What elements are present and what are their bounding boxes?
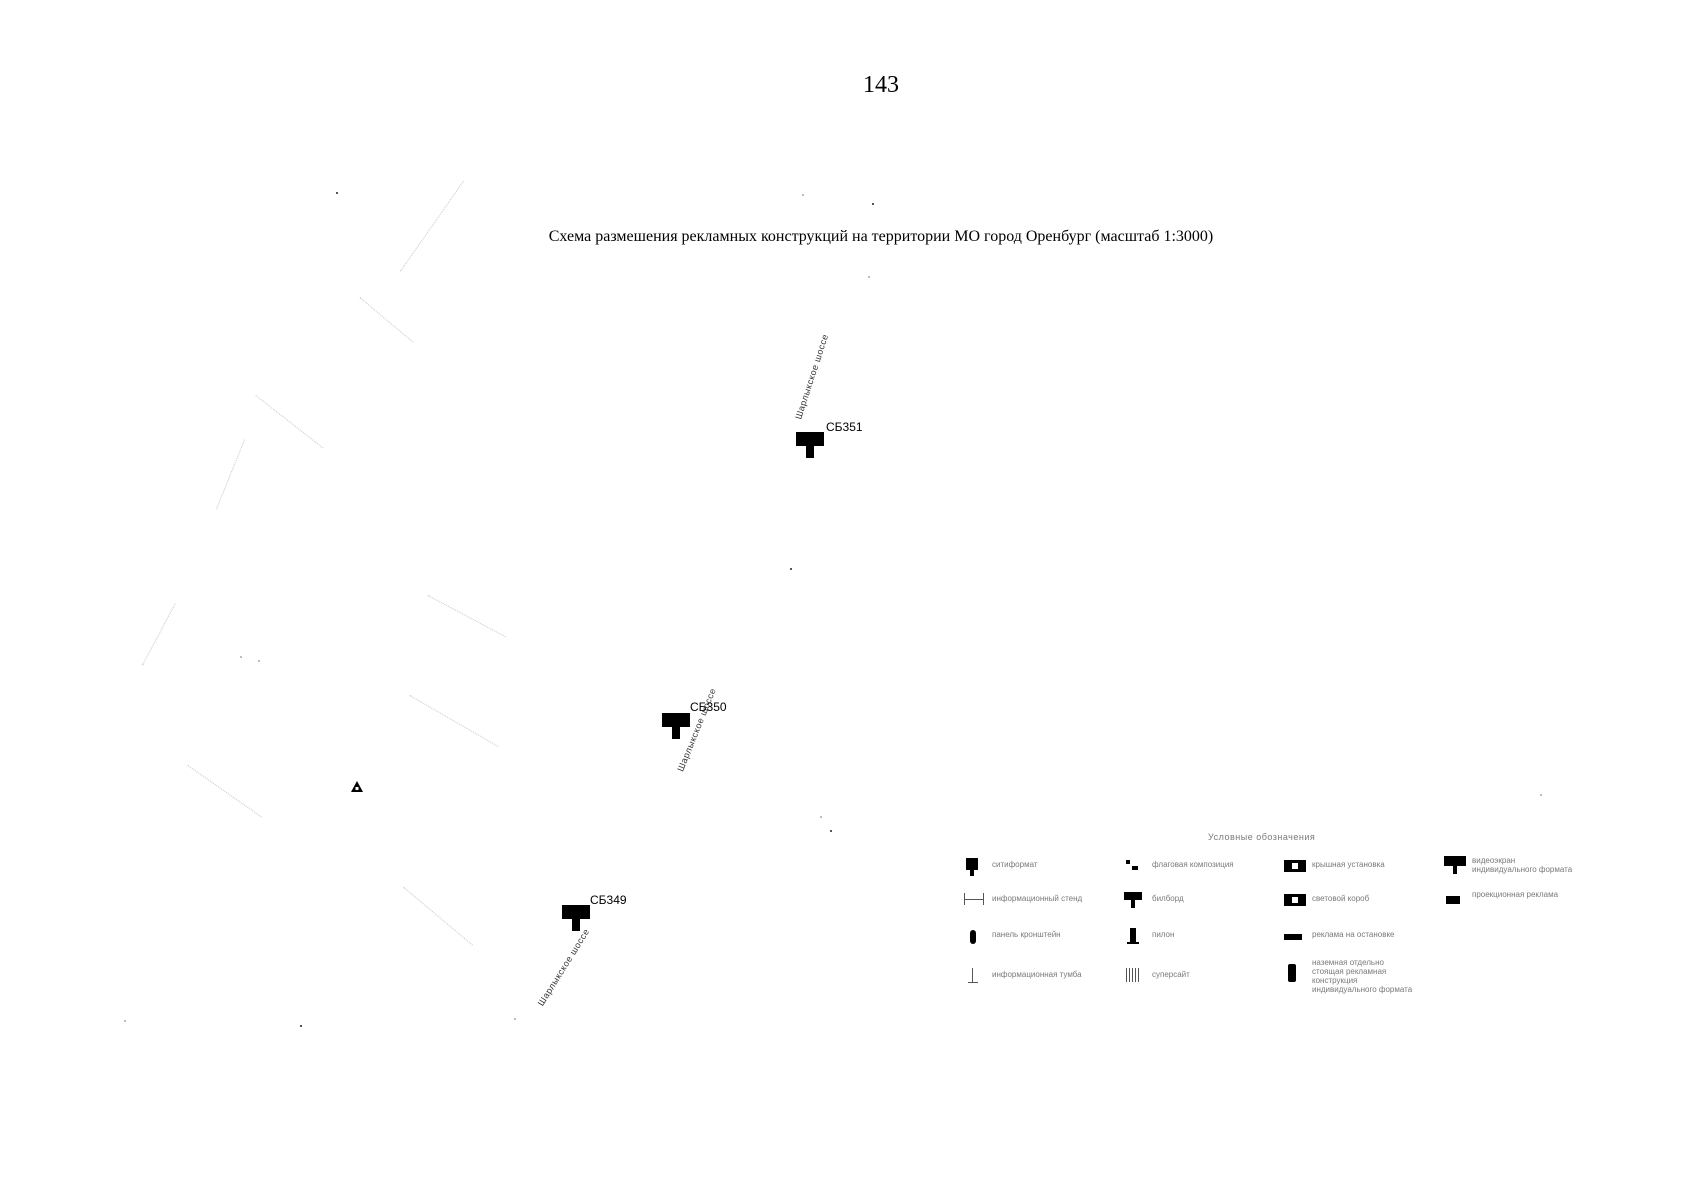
map-title: Схема размешения рекламных конструкций н… (548, 228, 1214, 245)
street-label-faint (141, 602, 176, 666)
flag-composition-icon (1124, 856, 1144, 876)
legend-item-bus-stop: реклама на остановке (1284, 926, 1454, 946)
map-speck (240, 656, 242, 658)
street-label-faint (187, 764, 263, 818)
marker-code-sb351: СБ351 (826, 420, 863, 434)
pylon-icon (1124, 926, 1144, 946)
map-legend: Условные обозначения ситиформат информац… (948, 832, 1608, 1012)
street-label-faint (403, 886, 474, 946)
roof-installation-icon (1284, 856, 1306, 876)
map-speck (820, 816, 822, 818)
legend-label: информационная тумба (992, 970, 1082, 979)
marker-code-sb349: СБ349 (590, 893, 627, 907)
map-speck (258, 660, 260, 662)
street-label-sharlyk-1: Шарлыкское шоссе (793, 332, 831, 421)
light-box-icon (1284, 890, 1306, 910)
legend-label: панель кронштейн (992, 930, 1061, 939)
legend-item-supersite: суперсайт (1124, 966, 1294, 986)
legend-label: ситиформат (992, 860, 1038, 869)
legend-item-city-format: ситиформат (964, 856, 1134, 876)
legend-label: видеоэкран индивидуального формата (1472, 856, 1573, 874)
individual-format-icon (1284, 958, 1304, 982)
legend-label: информационный стенд (992, 894, 1083, 903)
legend-label: проекционная реклама (1472, 890, 1559, 899)
map-speck (872, 203, 874, 205)
legend-item-roof-installation: крышная установка (1284, 856, 1454, 876)
legend-item-individual-format: наземная отдельно стоящая рекламная конс… (1284, 958, 1454, 998)
street-label-faint (399, 180, 464, 272)
legend-item-bracket-panel: панель кронштейн (964, 926, 1134, 946)
billboard-icon (1124, 890, 1144, 910)
legend-item-video-screen: видеоэкран индивидуального формата (1444, 856, 1614, 876)
city-format-icon (964, 856, 984, 876)
legend-label: световой короб (1312, 894, 1370, 903)
street-label-sharlyk-3: Шарлыкское шоссе (535, 926, 592, 1008)
legend-label: флаговая композиция (1152, 860, 1234, 869)
map-speck (1540, 794, 1542, 796)
info-stand-icon (964, 890, 984, 910)
marker-code-sb350: СБ350 (690, 700, 727, 714)
page-number: 143 (863, 72, 899, 98)
map-speck (336, 192, 338, 194)
legend-label: наземная отдельно стоящая рекламная конс… (1312, 958, 1413, 994)
info-pillar-icon (964, 966, 984, 986)
map-speck (802, 194, 804, 196)
supersite-icon (1124, 966, 1144, 986)
video-screen-individual-icon (1444, 856, 1466, 876)
legend-title: Условные обозначения (1208, 832, 1316, 842)
legend-item-info-pillar: информационная тумба (964, 966, 1134, 986)
street-label-faint (409, 694, 499, 747)
street-label-faint (215, 439, 246, 510)
legend-label: крышная установка (1312, 860, 1385, 869)
projection-icon (1444, 890, 1464, 910)
map-speck (830, 830, 832, 832)
bus-stop-icon (1284, 926, 1304, 946)
street-label-faint (255, 394, 324, 449)
map-speck (514, 1018, 516, 1020)
map-speck (790, 568, 792, 570)
legend-item-flag-composition: флаговая композиция (1124, 856, 1294, 876)
legend-label: пилон (1152, 930, 1175, 939)
legend-label: суперсайт (1152, 970, 1190, 979)
legend-label: реклама на остановке (1312, 930, 1395, 939)
bracket-panel-icon (964, 926, 984, 946)
legend-label: билборд (1152, 894, 1184, 903)
legend-item-projection: проекционная реклама (1444, 890, 1614, 910)
map-speck (300, 1025, 302, 1027)
legend-item-billboard: билборд (1124, 890, 1294, 910)
map-speck (868, 276, 870, 278)
legend-item-info-stand: информационный стенд (964, 890, 1134, 910)
street-label-faint (427, 594, 507, 638)
legend-item-light-box: световой короб (1284, 890, 1454, 910)
map-speck (124, 1020, 126, 1022)
legend-item-pylon: пилон (1124, 926, 1294, 946)
street-label-faint (359, 296, 415, 343)
car-wash-icon (351, 781, 363, 792)
